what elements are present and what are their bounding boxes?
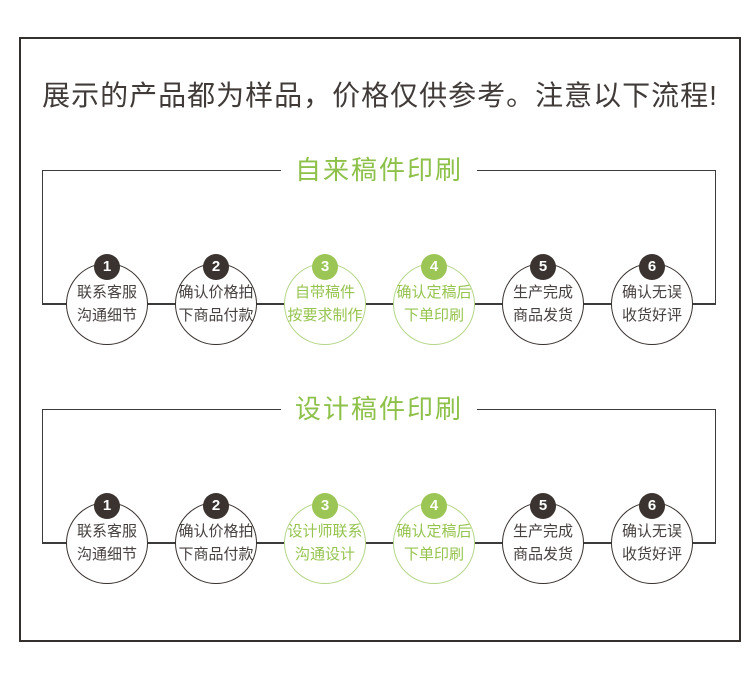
step-circle: 4 确认定稿后 下单印刷: [393, 254, 475, 345]
step-number-badge: 2: [203, 493, 229, 519]
step-label-line2: 收货好评: [621, 546, 682, 563]
step-label-line2: 沟通细节: [76, 307, 137, 324]
step-label: 自带稿件 按要求制作: [285, 264, 365, 344]
flow-section-designed-manuscript: 设计稿件印刷 1 联系客服 沟通细节 2 确认价格拍 下商品付款 3 设计师联系: [42, 391, 716, 589]
step-label: 联系客服 沟通细节: [67, 503, 147, 583]
step-circle: 3 自带稿件 按要求制作: [284, 254, 366, 345]
step-label-line2: 下单印刷: [403, 546, 464, 563]
step-label-line1: 确认价格拍: [178, 523, 254, 540]
step-number-badge: 4: [421, 493, 447, 519]
step-number-badge: 5: [530, 493, 556, 519]
step-label: 确认定稿后 下单印刷: [394, 503, 474, 583]
flow-connector-track: [42, 542, 716, 544]
step-label-line2: 按要求制作: [287, 307, 363, 324]
step-label-line1: 确认定稿后: [396, 284, 472, 301]
step-circle: 2 确认价格拍 下商品付款: [175, 254, 257, 345]
step-number-badge: 6: [639, 254, 665, 280]
step-label-line1: 联系客服: [76, 284, 137, 301]
step-number-badge: 5: [530, 254, 556, 280]
step-label-line2: 下商品付款: [178, 307, 254, 324]
step-circle: 6 确认无误 收货好评: [611, 493, 693, 584]
step-circle: 2 确认价格拍 下商品付款: [175, 493, 257, 584]
step-number-badge: 6: [639, 493, 665, 519]
section-title: 设计稿件印刷: [280, 391, 478, 427]
step-circle: 5 生产完成 商品发货: [502, 254, 584, 345]
flow-connector-track: [42, 303, 716, 305]
step-label: 确认无误 收货好评: [612, 264, 692, 344]
step-label-line1: 确认定稿后: [396, 523, 472, 540]
step-circle: 6 确认无误 收货好评: [611, 254, 693, 345]
section-title: 自来稿件印刷: [280, 152, 478, 188]
step-circle: 1 联系客服 沟通细节: [66, 493, 148, 584]
step-number-badge: 4: [421, 254, 447, 280]
step-label-line1: 确认价格拍: [178, 284, 254, 301]
step-circle: 3 设计师联系 沟通设计: [284, 493, 366, 584]
step-circle: 4 确认定稿后 下单印刷: [393, 493, 475, 584]
step-label-line2: 商品发货: [512, 307, 573, 324]
step-label: 确认价格拍 下商品付款: [176, 264, 256, 344]
step-label-line1: 确认无误: [621, 523, 682, 540]
step-circle: 5 生产完成 商品发货: [502, 493, 584, 584]
step-label: 确认定稿后 下单印刷: [394, 264, 474, 344]
step-number-badge: 2: [203, 254, 229, 280]
step-label: 确认价格拍 下商品付款: [176, 503, 256, 583]
outer-border-box: 展示的产品都为样品，价格仅供参考。注意以下流程! 自来稿件印刷 1 联系客服 沟…: [19, 37, 741, 642]
step-label: 确认无误 收货好评: [612, 503, 692, 583]
step-label-line2: 沟通设计: [294, 546, 355, 563]
step-label-line1: 生产完成: [512, 284, 573, 301]
step-number-badge: 1: [94, 254, 120, 280]
flow-section-self-manuscript: 自来稿件印刷 1 联系客服 沟通细节 2 确认价格拍 下商品付款 3 自带稿件: [42, 152, 716, 350]
step-label: 生产完成 商品发货: [503, 503, 583, 583]
step-number-badge: 1: [94, 493, 120, 519]
step-label-line1: 确认无误: [621, 284, 682, 301]
page-title: 展示的产品都为样品，价格仅供参考。注意以下流程!: [42, 80, 718, 111]
step-label-line2: 收货好评: [621, 307, 682, 324]
step-label-line2: 商品发货: [512, 546, 573, 563]
step-number-badge: 3: [312, 254, 338, 280]
step-label: 生产完成 商品发货: [503, 264, 583, 344]
step-label-line1: 自带稿件: [294, 284, 355, 301]
step-label: 联系客服 沟通细节: [67, 264, 147, 344]
step-label-line1: 设计师联系: [287, 523, 363, 540]
step-label-line2: 沟通细节: [76, 546, 137, 563]
step-label-line1: 联系客服: [76, 523, 137, 540]
step-number-badge: 3: [312, 493, 338, 519]
step-label: 设计师联系 沟通设计: [285, 503, 365, 583]
step-label-line2: 下单印刷: [403, 307, 464, 324]
step-label-line1: 生产完成: [512, 523, 573, 540]
step-circle: 1 联系客服 沟通细节: [66, 254, 148, 345]
step-label-line2: 下商品付款: [178, 546, 254, 563]
